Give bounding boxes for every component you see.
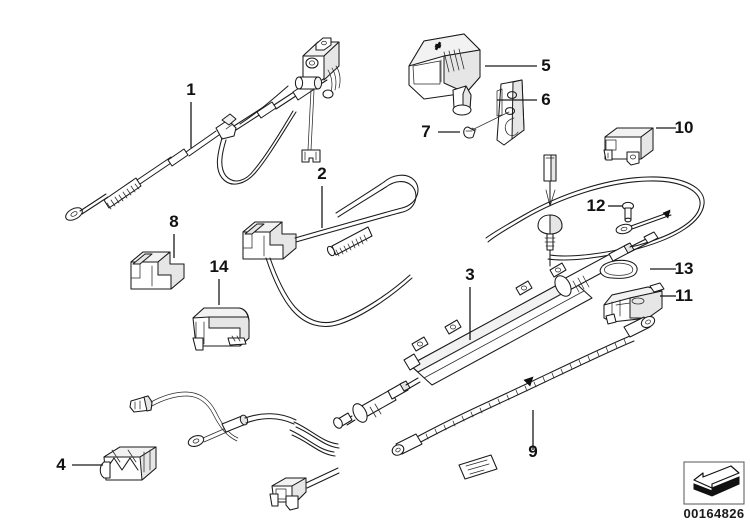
- diagram-footer: 00164826: [683, 461, 745, 521]
- part-1-spring-sleeve: [103, 177, 142, 210]
- callout-number-8: 8: [169, 212, 178, 231]
- part-1-small-connector: [301, 149, 321, 163]
- callout-number-1: 1: [186, 80, 195, 99]
- bottom-left-harness: [129, 391, 340, 457]
- part-9-ground-strap: [391, 315, 656, 480]
- bottom-harness-connector: [129, 395, 153, 413]
- callout-number-12: 12: [587, 196, 606, 215]
- part-12-short-wire: [615, 209, 672, 235]
- part-1-cable-clip: [215, 113, 237, 140]
- callout-number-11: 11: [675, 286, 693, 305]
- part-6-bracket-plate: [496, 79, 525, 146]
- part-13-oval-grommet: [599, 259, 638, 279]
- part-12-stud-pin: [621, 201, 635, 223]
- part-9-id-tag: [458, 454, 498, 480]
- callout-number-4: 4: [56, 455, 66, 474]
- callout-number-2: 2: [317, 164, 326, 183]
- part-1-cable-assembly: [65, 37, 341, 221]
- part-3-cylinder-connector: [554, 231, 659, 297]
- part-8-connector-block: [130, 251, 185, 290]
- part-3-left-boot: [333, 377, 421, 429]
- part-5-terminal-cover: [408, 33, 481, 116]
- callout-numbers: 1 2 3 4 5 6 7 8 9 10 11 12 13 14: [56, 56, 693, 474]
- part-3-harness-loop: [485, 176, 705, 261]
- part-2-spring-sleeve: [326, 226, 373, 257]
- part-10-relay-module: [603, 127, 654, 166]
- callout-number-6: 6: [541, 90, 550, 109]
- diagram-id-label: 00164826: [683, 506, 744, 521]
- manufacturer-arrow-logo: [693, 465, 740, 497]
- callout-number-13: 13: [675, 259, 694, 278]
- callout-number-14: 14: [210, 257, 229, 276]
- callout-number-5: 5: [541, 56, 550, 75]
- callout-number-3: 3: [465, 265, 474, 284]
- part-11-terminal-clamp: [603, 282, 665, 325]
- part-4-cable-clip: [99, 446, 157, 481]
- callout-number-9: 9: [528, 442, 537, 461]
- callout-number-10: 10: [675, 118, 694, 137]
- part-7-retaining-nut: [463, 111, 510, 139]
- part-2-connector-block: [242, 221, 297, 260]
- part-1-main-connector-block: [294, 37, 341, 99]
- harness-grommet-pin: [537, 154, 563, 267]
- callout-number-7: 7: [421, 122, 430, 141]
- part-3-main-cable-channel: [333, 231, 659, 429]
- part-14-protective-cap: [192, 307, 250, 351]
- bottom-center-connector: [269, 467, 340, 511]
- callout-leaders: [72, 65, 676, 466]
- part-2-cable-assembly: [242, 174, 419, 327]
